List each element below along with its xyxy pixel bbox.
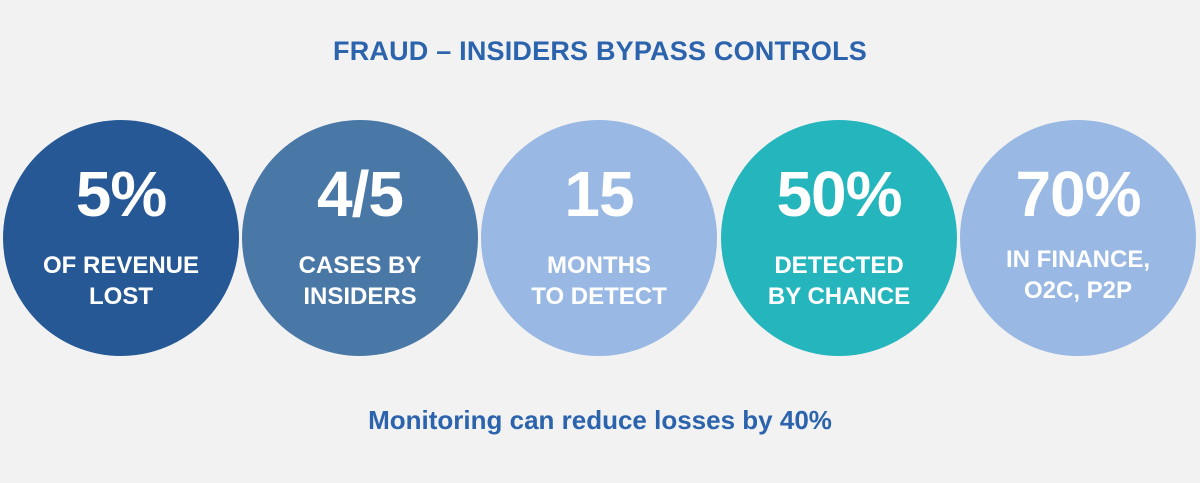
stat-label-line2: INSIDERS	[303, 283, 417, 310]
stat-label: IN FINANCE, O2C, P2P	[960, 244, 1196, 306]
stat-label-line2: LOST	[89, 283, 153, 310]
stat-label-line1: CASES BY	[298, 252, 422, 279]
stat-label-line2: TO DETECT	[531, 283, 667, 310]
stat-label: CASES BY INSIDERS	[242, 250, 478, 312]
stat-label: OF REVENUE LOST	[3, 250, 239, 312]
stat-value: 5%	[75, 158, 168, 230]
stat-label-line2: O2C, P2P	[1023, 277, 1133, 304]
stat-label: MONTHS TO DETECT	[481, 250, 717, 312]
stat-label-line1: IN FINANCE,	[1006, 246, 1150, 273]
stat-value: 50%	[776, 158, 902, 230]
stat-value: 4/5	[317, 158, 404, 230]
stat-label: DETECTED BY CHANCE	[721, 250, 957, 312]
page-title: FRAUD – INSIDERS BYPASS CONTROLS	[333, 36, 867, 66]
stat-circle-cases-by-insiders: 4/5 CASES BY INSIDERS	[242, 120, 478, 356]
stat-value: 15	[564, 158, 634, 230]
footer-tagline: Monitoring can reduce losses by 40%	[368, 405, 832, 435]
stat-value: 70%	[1015, 158, 1141, 230]
stat-label-line1: DETECTED	[774, 252, 904, 279]
stat-circle-finance-o2c-p2p: 70% IN FINANCE, O2C, P2P	[960, 120, 1196, 356]
stat-circle-revenue-lost: 5% OF REVENUE LOST	[3, 120, 239, 356]
stat-label-line1: OF REVENUE	[42, 252, 200, 279]
stat-circle-detected-by-chance: 50% DETECTED BY CHANCE	[721, 120, 957, 356]
stat-label-line1: MONTHS	[547, 252, 651, 279]
stat-circle-months-to-detect: 15 MONTHS TO DETECT	[481, 120, 717, 356]
stat-label-line2: BY CHANCE	[767, 283, 911, 310]
